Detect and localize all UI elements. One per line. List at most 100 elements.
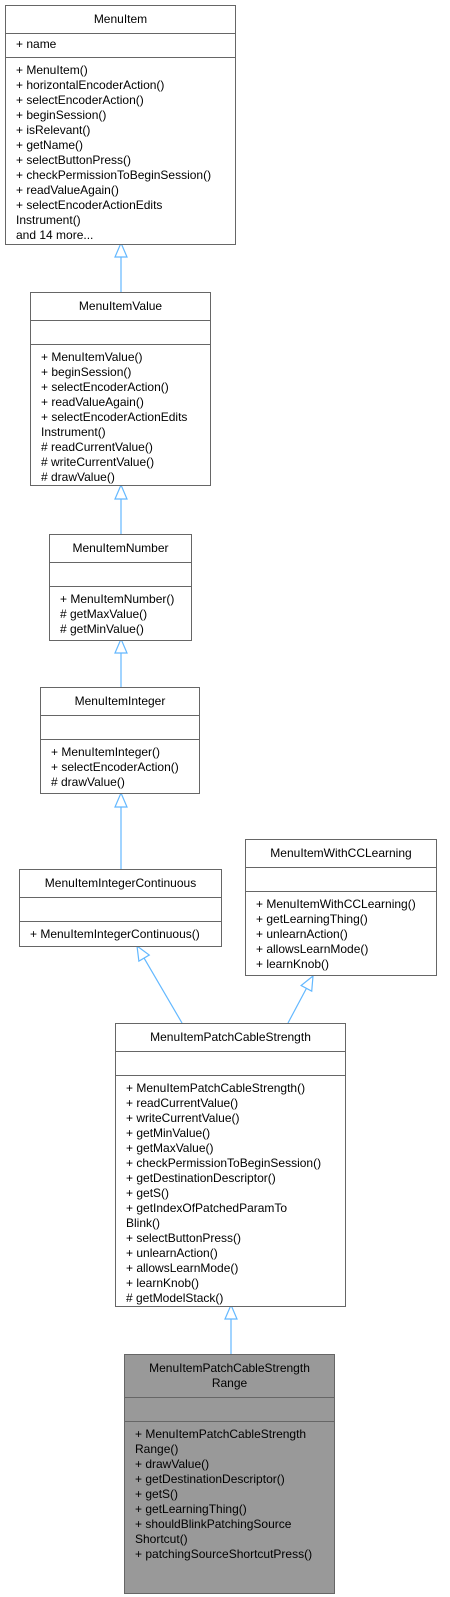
class-methods: + MenuItemWithCCLearning()+ getLearningT… [246, 892, 436, 977]
method: Instrument() [16, 213, 81, 227]
method: + beginSession() [16, 108, 107, 122]
method: # writeCurrentValue() [41, 455, 155, 469]
inheritance-arrowhead [114, 791, 128, 808]
method: # drawValue() [51, 775, 125, 789]
class-attributes [41, 716, 199, 740]
class-title-line: MenuItem [93, 12, 148, 26]
class-title-line: MenuItemPatchCableStrength [149, 1361, 310, 1375]
class-methods: + MenuItemPatchCableStrength()+ readCurr… [116, 1076, 345, 1308]
class-attributes [31, 321, 210, 345]
class-title-line: MenuItemWithCCLearning [270, 846, 412, 860]
method: + getLearningThing() [256, 912, 368, 926]
class-box-menu-item-integer-continuous[interactable]: MenuItemIntegerContinuous + MenuItemInteg… [19, 869, 222, 947]
inheritance-arrowhead [114, 637, 128, 654]
method: + patchingSourceShortcutPress() [135, 1547, 313, 1561]
class-attributes [246, 868, 436, 892]
method: + getMaxValue() [126, 1141, 214, 1155]
class-box-menu-item-number[interactable]: MenuItemNumber + MenuItemNumber()# getMax… [49, 534, 192, 641]
method: + readValueAgain() [16, 183, 119, 197]
class-attributes [116, 1052, 345, 1076]
class-attributes: + name [6, 34, 235, 58]
method: Shortcut() [135, 1532, 188, 1546]
method: Blink() [126, 1216, 161, 1230]
method: # readCurrentValue() [41, 440, 153, 454]
method: + MenuItemNumber() [60, 592, 175, 606]
method: and 14 more... [16, 228, 94, 242]
method: + selectEncoderAction() [51, 760, 179, 774]
inheritance-arrowhead [224, 1303, 238, 1320]
method: + selectEncoderAction() [41, 380, 169, 394]
class-title-line: MenuItemInteger [74, 694, 166, 708]
inheritance-arrowhead [136, 944, 151, 963]
class-title: MenuItemNumber [50, 535, 191, 563]
class-title: MenuItemWithCCLearning [246, 840, 436, 868]
method: + writeCurrentValue() [126, 1111, 240, 1125]
method: + MenuItemPatchCableStrength [135, 1427, 307, 1441]
method: + selectEncoderActionEdits [41, 410, 188, 424]
method: + unlearnAction() [256, 927, 348, 941]
inheritance-arrowhead [114, 241, 128, 258]
method: + MenuItemWithCCLearning() [256, 897, 416, 911]
method: + getIndexOfPatchedParamTo [126, 1201, 288, 1215]
inheritance-arrowhead [300, 974, 314, 993]
method: + getDestinationDescriptor() [126, 1171, 276, 1185]
class-box-menu-item-patch-cable-strength[interactable]: MenuItemPatchCableStrength + MenuItemPatc… [115, 1023, 346, 1307]
class-box-menu-item-value[interactable]: MenuItemValue + MenuItemValue()+ beginSes… [30, 292, 211, 486]
class-title: MenuItemValue [31, 293, 210, 321]
method: + drawValue() [135, 1457, 210, 1471]
attribute: + name [16, 37, 57, 51]
method: + allowsLearnMode() [256, 942, 369, 956]
inheritance-edge [287, 988, 307, 1024]
class-box-menu-item-with-cclearning[interactable]: MenuItemWithCCLearning + MenuItemWithCCLe… [245, 839, 437, 976]
inheritance-arrowhead [114, 483, 128, 500]
method: + beginSession() [41, 365, 132, 379]
method: Instrument() [41, 425, 106, 439]
class-title: MenuItem [6, 6, 235, 34]
class-title-line: MenuItemPatchCableStrength [150, 1030, 311, 1044]
method: + checkPermissionToBeginSession() [16, 168, 212, 182]
class-title-line: MenuItemValue [78, 299, 163, 313]
class-attributes [125, 1398, 334, 1422]
class-title-line: MenuItemIntegerContinuous [44, 876, 197, 890]
class-methods: + MenuItem()+ horizontalEncoderAction()+… [6, 58, 235, 246]
method: + MenuItemValue() [41, 350, 143, 364]
method: + getLearningThing() [135, 1502, 247, 1516]
method: + selectEncoderAction() [16, 93, 144, 107]
method: + shouldBlinkPatchingSource [135, 1517, 292, 1531]
method: + allowsLearnMode() [126, 1261, 239, 1275]
method: + selectEncoderActionEdits [16, 198, 163, 212]
class-attributes [50, 563, 191, 587]
class-methods: + MenuItemIntegerContinuous() [20, 922, 221, 948]
method: # getModelStack() [126, 1291, 224, 1305]
inheritance-edge [143, 957, 183, 1024]
method: + getName() [16, 138, 84, 152]
method: + learnKnob() [126, 1276, 200, 1290]
method: + selectButtonPress() [126, 1231, 242, 1245]
class-title: MenuItemInteger [41, 688, 199, 716]
class-title: MenuItemIntegerContinuous [20, 870, 221, 898]
method: + readValueAgain() [41, 395, 144, 409]
method: # getMaxValue() [60, 607, 148, 621]
method: + getMinValue() [126, 1126, 211, 1140]
method: # getMinValue() [60, 622, 144, 636]
method: # drawValue() [41, 470, 115, 484]
class-methods: + MenuItemValue()+ beginSession()+ selec… [31, 345, 210, 487]
method: + selectButtonPress() [16, 153, 132, 167]
method: + getS() [135, 1487, 179, 1501]
method: + getS() [126, 1186, 170, 1200]
method: + readCurrentValue() [126, 1096, 239, 1110]
method: + MenuItemIntegerContinuous() [30, 927, 200, 941]
method: + getDestinationDescriptor() [135, 1472, 285, 1486]
method: + MenuItemInteger() [51, 745, 161, 759]
method: + unlearnAction() [126, 1246, 218, 1260]
method: + checkPermissionToBeginSession() [126, 1156, 322, 1170]
method: + MenuItem() [16, 63, 88, 77]
method: + horizontalEncoderAction() [16, 78, 165, 92]
class-box-menu-item-integer[interactable]: MenuItemInteger + MenuItemInteger()+ sele… [40, 687, 200, 794]
class-title: MenuItemPatchCableStrength [116, 1024, 345, 1052]
class-box-menu-item[interactable]: MenuItem + name + MenuItem()+ horizontalEn… [5, 5, 236, 245]
